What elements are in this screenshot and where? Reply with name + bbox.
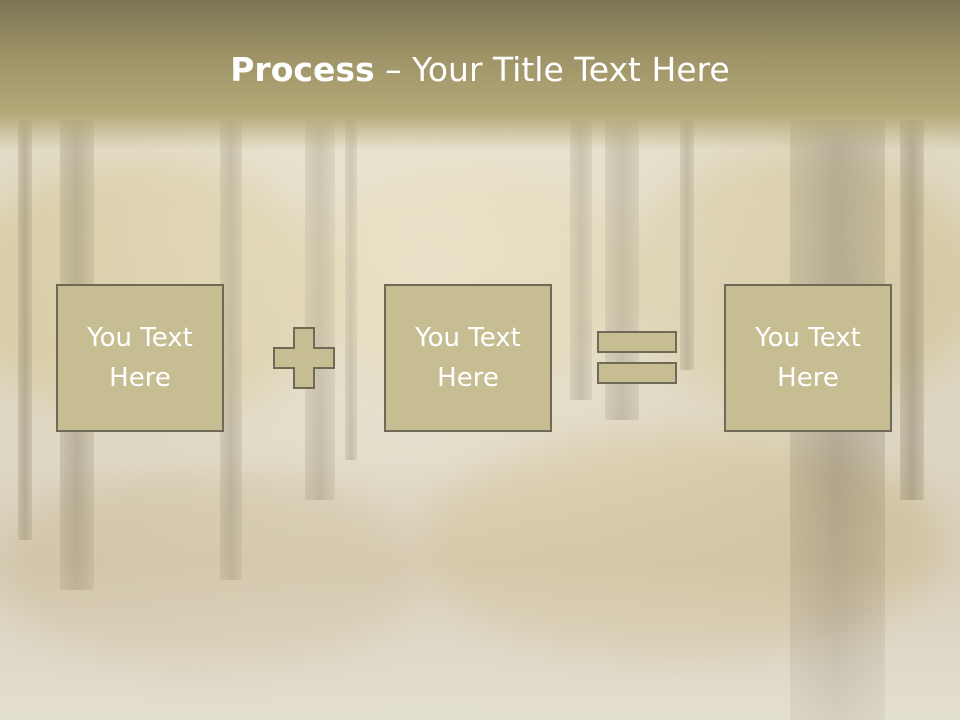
- title-strong: Process: [230, 50, 375, 89]
- slide-title: Process – Your Title Text Here: [0, 50, 960, 89]
- process-box-1: You Text Here: [56, 284, 224, 432]
- process-box-2: You Text Here: [384, 284, 552, 432]
- process-box-3: You Text Here: [724, 284, 892, 432]
- plus-icon: [273, 327, 335, 389]
- process-box-3-text: You Text Here: [755, 323, 861, 393]
- process-box-1-text: You Text Here: [87, 323, 193, 393]
- title-band: [0, 0, 960, 150]
- title-text: Your Title Text Here: [412, 50, 730, 89]
- title-separator: –: [374, 50, 413, 89]
- equals-icon: [597, 331, 677, 385]
- process-box-2-text: You Text Here: [415, 323, 521, 393]
